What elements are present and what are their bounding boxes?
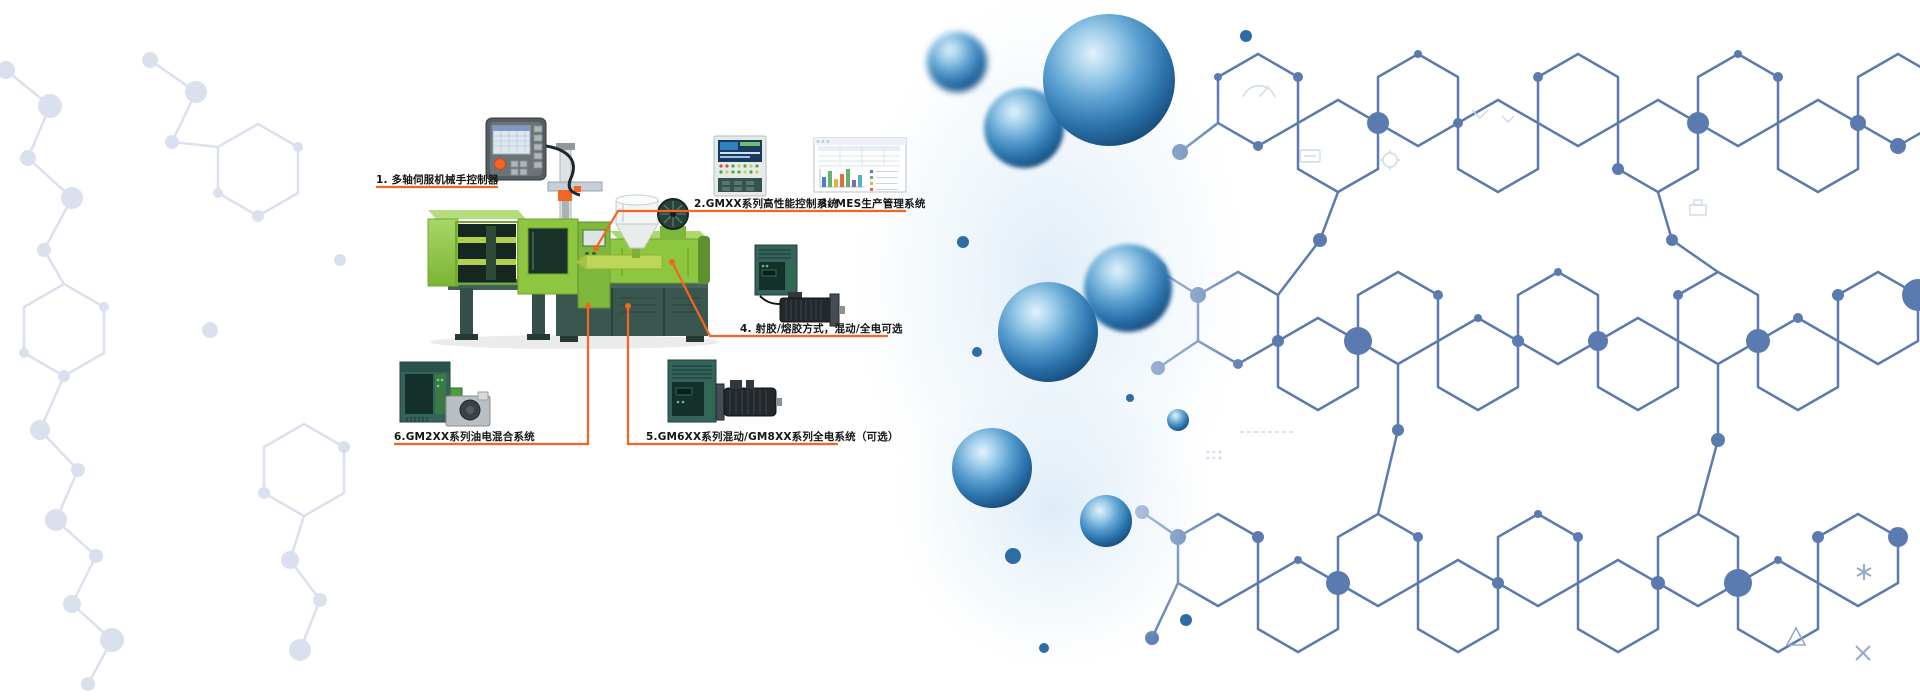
sphere: [952, 428, 1032, 508]
callout-anchor-dots: [585, 245, 675, 309]
callout-label-1: 1. 多轴伺服机械手控制器: [376, 174, 499, 186]
corner-glyphs: [1785, 564, 1872, 661]
sphere-small: [1167, 409, 1189, 431]
robot-arm: [547, 143, 603, 227]
blue-sphere-cluster: [840, 0, 1260, 680]
tech-doodles: [1240, 85, 1707, 433]
injection-molding-machine: [427, 143, 710, 342]
hybrid-drive-motor-image: [667, 359, 782, 423]
safety-door: [517, 218, 579, 295]
callout-label-5: 5.GM6XX系列混动/GM8XX系列全电系统（可选）: [646, 431, 899, 443]
sphere: [998, 282, 1098, 382]
servo-drive-motor-image: [754, 244, 845, 327]
pendant-orange-button: [494, 158, 506, 170]
sphere: [984, 88, 1064, 168]
callout-lines: [376, 185, 906, 446]
clamping-unit: [427, 210, 526, 287]
sphere: [1084, 244, 1172, 332]
left-molecule-pattern: [0, 52, 350, 691]
control-panel-image: [713, 135, 767, 197]
callout-label-4: 4. 射胶/熔胶方式，混动/全电可选: [740, 323, 903, 335]
sphere: [927, 32, 987, 92]
mes-mini-legend: [870, 170, 898, 191]
sphere: [1080, 495, 1132, 547]
pendant-controller-image: [485, 117, 581, 197]
injection-barrel: [576, 254, 663, 270]
callout-label-3: 3. MES生产管理系统: [820, 198, 926, 210]
callout-label-6: 6.GM2XX系列油电混合系统: [394, 431, 535, 443]
right-molecule-network: [1135, 50, 1920, 654]
sphere-large: [1043, 14, 1175, 146]
mes-dashboard-image: [813, 137, 907, 193]
cooling-fan: [657, 198, 689, 239]
oil-electric-drive-image: [399, 361, 491, 427]
callout-label-2: 2.GMXX系列高性能控制系统: [694, 198, 839, 210]
mes-mini-bar-chart: [819, 169, 864, 188]
